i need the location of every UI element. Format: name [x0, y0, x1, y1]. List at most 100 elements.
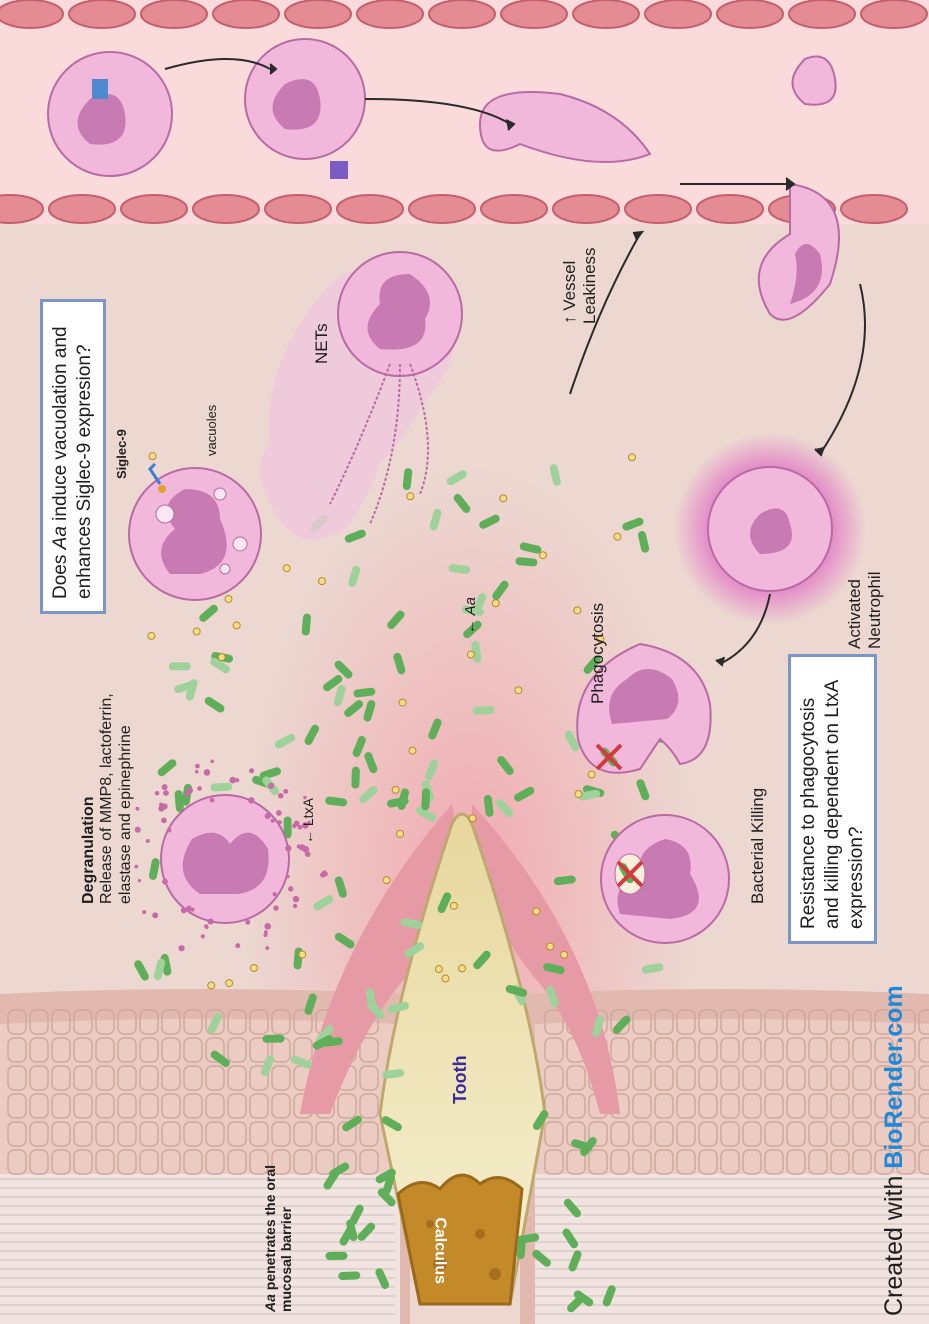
granule [294, 821, 300, 827]
aa-bacterium [210, 783, 232, 792]
aa-bacterium [517, 1237, 527, 1260]
granule [323, 872, 328, 877]
label-degranulation: Degranulation Release of MMP8, lactoferr… [80, 693, 135, 904]
granule [248, 797, 255, 804]
aa-bacterium [262, 1035, 284, 1043]
granule [204, 769, 211, 776]
granule [155, 791, 160, 796]
endothelial-cell [841, 195, 907, 223]
ltxa-particle [299, 951, 306, 958]
ltxa-particle [233, 622, 240, 629]
endothelial-cell [337, 195, 403, 223]
granule [286, 875, 290, 879]
ltxa-particle [574, 607, 581, 614]
endothelial-cell [573, 0, 639, 28]
granule [210, 798, 215, 803]
granule [181, 907, 187, 913]
endothelial-cell [553, 195, 619, 223]
granule [249, 768, 254, 773]
label-phagocytosis: Phagocytosis [588, 603, 608, 704]
label-penetrates: Aa penetrates the oral mucosal barrier [262, 1165, 294, 1312]
aa-bacterium [338, 1271, 360, 1280]
aa-bacterium [351, 766, 360, 788]
ltxa-particle [409, 747, 416, 754]
ltxa-particle [500, 495, 507, 502]
ltxa-particle [442, 975, 449, 982]
endothelial-cell [0, 0, 63, 28]
granule [210, 760, 214, 764]
granule [185, 792, 190, 797]
label-ltxa: ← LtxA [300, 798, 316, 844]
granule [138, 879, 141, 882]
granule [136, 807, 140, 811]
ltxa-particle [561, 951, 568, 958]
granule [195, 764, 200, 769]
granule [178, 945, 184, 951]
endothelial-cell [861, 0, 927, 28]
granule [276, 810, 282, 816]
label-siglec9: Siglec-9 [115, 429, 130, 479]
ltxa-particle [614, 533, 621, 540]
granule [142, 910, 146, 914]
label-vacuoles: vacuoles [205, 405, 220, 456]
granule [278, 820, 282, 824]
aa-bacterium [325, 1252, 347, 1260]
ltxa-particle [533, 908, 540, 915]
ltxa-particle [459, 965, 466, 972]
endothelial-cell [717, 0, 783, 28]
endothelial-cell [409, 195, 475, 223]
granule [146, 839, 150, 843]
ltxa-particle [397, 830, 404, 837]
endothelial-cell [141, 0, 207, 28]
ltxa-particle [628, 454, 635, 461]
granule [245, 920, 250, 925]
ltxa-particle [399, 699, 406, 706]
endothelial-cell [265, 195, 331, 223]
endothelial-cell [285, 0, 351, 28]
granule [205, 925, 209, 929]
ltxa-particle [218, 654, 225, 661]
ltxa-particle [225, 595, 232, 602]
granule [265, 946, 269, 950]
ltxa-particle [383, 877, 390, 884]
granule [201, 934, 205, 938]
endothelial-cell [49, 195, 115, 223]
aa-bacterium [421, 788, 430, 810]
label-activated-neutrophil: ActivatedNeutrophil [845, 572, 884, 650]
endothelial-cell [69, 0, 135, 28]
label-aa: ← Aa [462, 597, 479, 634]
granule [273, 905, 278, 910]
ltxa-particle [283, 565, 290, 572]
endothelial-cell [121, 195, 187, 223]
endothelial-cell [213, 0, 279, 28]
label-vessel-leakiness: ↑ VesselLeakiness [560, 247, 599, 324]
label-bacterial-killing: Bacterial Killing [748, 788, 768, 904]
ltxa-particle [407, 493, 414, 500]
granule [283, 789, 288, 794]
label-calculus: Calculus [430, 1217, 448, 1284]
aa-bacterium [473, 706, 495, 715]
granule [186, 906, 191, 911]
label-nets: NETs [312, 323, 332, 364]
granule [162, 784, 168, 790]
ltxa-particle [392, 786, 399, 793]
endothelial-cell [645, 0, 711, 28]
calculus-shape [398, 1175, 522, 1304]
ltxa-particle [492, 600, 499, 607]
granule [162, 879, 168, 885]
ltxa-particle [575, 790, 582, 797]
granule [271, 819, 275, 823]
endothelial-cell [697, 195, 763, 223]
ltxa-particle [539, 552, 546, 559]
granule [264, 923, 271, 930]
granule [265, 813, 271, 819]
endothelial-cell [429, 0, 495, 28]
aa-bacterium [169, 662, 191, 670]
ltxa-particle [515, 687, 522, 694]
granule [302, 846, 309, 853]
ltxa-particle [450, 902, 457, 909]
endothelial-cell [501, 0, 567, 28]
granule [293, 896, 299, 902]
granule [162, 803, 168, 809]
